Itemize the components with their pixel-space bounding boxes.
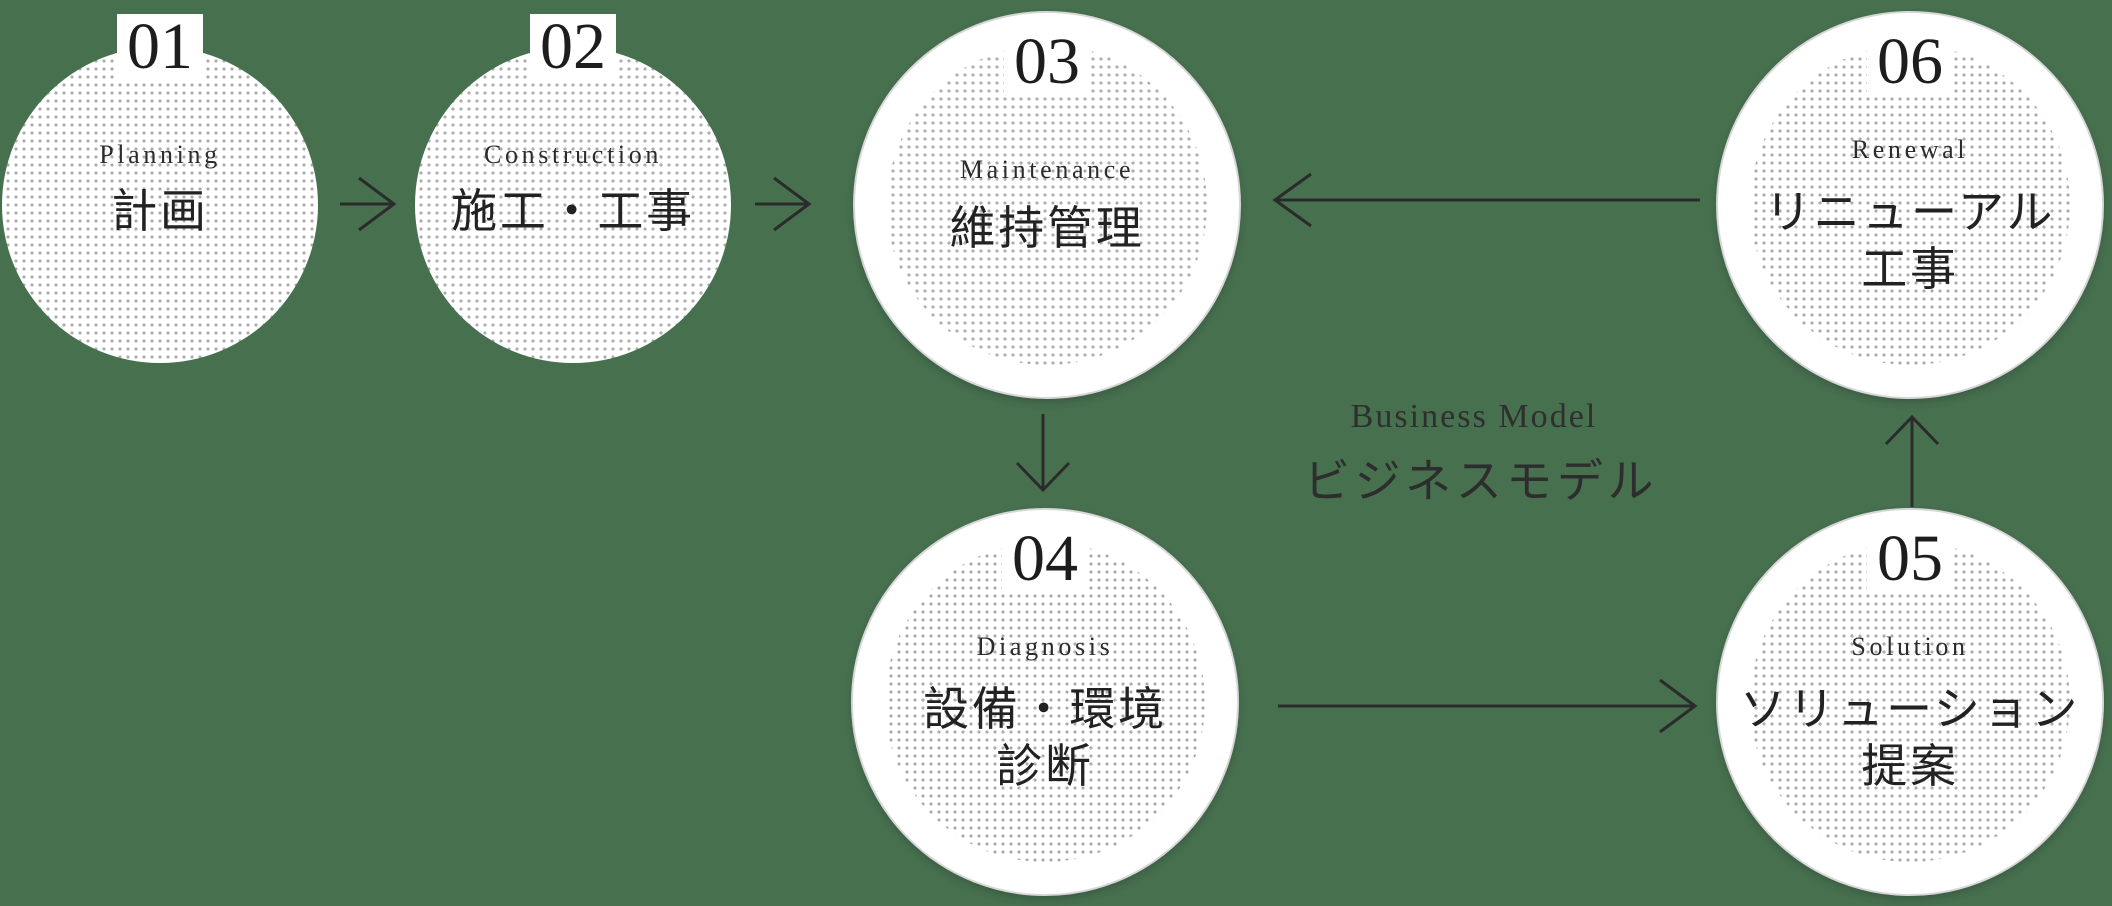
step-number: 04 [1002, 526, 1088, 592]
halftone-pattern [1750, 542, 2070, 862]
center-caption-en: Business Model [1350, 398, 1598, 435]
step-label-en: Solution [1851, 632, 1969, 661]
step-label-en: Renewal [1851, 135, 1969, 164]
halftone-pattern [1750, 45, 2070, 365]
arrow-right-icon [1278, 678, 1698, 734]
arrow-left-icon [1272, 172, 1700, 228]
arrow-up-icon [1884, 414, 1940, 507]
step-number: 05 [1867, 526, 1953, 592]
arrow-right-icon [755, 176, 812, 232]
step-label-jp: 計画 [111, 186, 209, 237]
step-label-jp: 設備・環境 診断 [923, 684, 1167, 792]
step-label-jp: リニューアル 工事 [1764, 187, 2056, 295]
step-circle-maintenance: 03 Maintenance 維持管理 [853, 11, 1241, 399]
halftone-pattern [885, 542, 1205, 862]
step-label-en: Planning [99, 140, 221, 169]
step-number: 02 [530, 14, 616, 80]
step-number: 01 [117, 14, 203, 80]
step-circle-construction: 02 Construction 施工・工事 [415, 14, 731, 363]
step-label-en: Construction [483, 140, 662, 169]
halftone-pattern [887, 45, 1207, 365]
step-label-jp: 施工・工事 [451, 186, 695, 237]
step-circle-renewal: 06 Renewal リニューアル 工事 [1716, 11, 2104, 399]
step-number: 06 [1867, 29, 1953, 95]
center-caption-jp: ビジネスモデル [1303, 456, 1659, 507]
arrow-right-icon [340, 176, 397, 232]
step-label-jp: ソリューション 提案 [1739, 684, 2081, 792]
arrow-down-icon [1015, 414, 1071, 493]
step-label-jp: 維持管理 [949, 203, 1145, 254]
step-label-en: Maintenance [959, 155, 1135, 184]
step-number: 03 [1004, 29, 1090, 95]
step-circle-diagnosis: 04 Diagnosis 設備・環境 診断 [851, 508, 1239, 896]
step-circle-planning: 01 Planning 計画 [2, 14, 318, 363]
step-label-en: Diagnosis [976, 632, 1114, 661]
step-circle-solution: 05 Solution ソリューション 提案 [1716, 508, 2104, 896]
